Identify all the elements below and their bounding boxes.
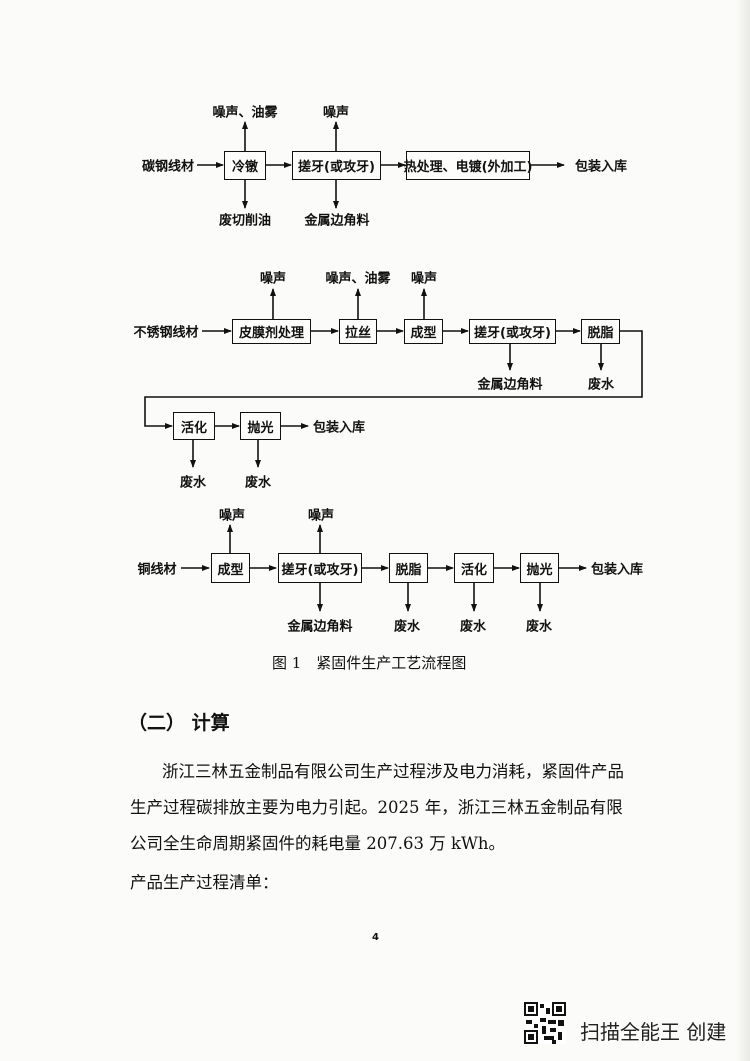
paragraph-line: 浙江三林五金制品有限公司生产过程涉及电力消耗，紧固件产品 xyxy=(162,762,624,781)
flow3-step-polishing: 抛光 xyxy=(520,553,559,583)
flow1-emission-down: 金属边角料 xyxy=(304,213,370,229)
flow1-step-cold-heading: 冷镦 xyxy=(224,151,266,180)
paragraph-line: 公司全生命周期紧固件的耗电量 207.63 万 kWh。 xyxy=(130,834,506,853)
flow2-emission-up: 噪声 xyxy=(259,271,287,287)
flow3-emission-up: 噪声 xyxy=(218,508,246,524)
flow3-output: 包装入库 xyxy=(590,562,644,578)
page-number: 4 xyxy=(372,932,379,943)
flow2-output: 包装入库 xyxy=(312,420,366,436)
flow2-input: 不锈钢线材 xyxy=(133,325,199,341)
flow3-step-forming: 成型 xyxy=(211,553,250,583)
list-intro: 产品生产过程清单： xyxy=(130,873,279,892)
page-edge-shadow xyxy=(736,0,750,1061)
flow1-step-thread-rolling: 搓牙(或攻牙) xyxy=(292,151,381,180)
flow2-emission-down: 废水 xyxy=(179,475,207,491)
flow3-input: 铜线材 xyxy=(137,562,177,578)
flow2-step-drawing: 拉丝 xyxy=(339,319,377,344)
flow2-step-thread-rolling: 搓牙(或攻牙) xyxy=(469,319,556,344)
flow2-step-coating: 皮膜剂处理 xyxy=(232,319,311,344)
flow2-step-forming: 成型 xyxy=(404,319,443,344)
flow1-emission-down: 废切削油 xyxy=(218,213,272,229)
flow1-emission-up: 噪声 xyxy=(322,105,350,121)
flow2-emission-down: 金属边角料 xyxy=(477,377,543,393)
flow1-output: 包装入库 xyxy=(574,159,628,175)
flow2-step-polishing: 抛光 xyxy=(240,412,281,440)
flow3-step-thread-rolling: 搓牙(或攻牙) xyxy=(278,553,362,583)
flow2-emission-down: 废水 xyxy=(587,377,615,393)
flow1-step-heat-treatment: 热处理、电镀(外加工) xyxy=(404,151,532,180)
flow2-emission-up: 噪声、油雾 xyxy=(325,271,391,287)
flow2-step-activation: 活化 xyxy=(173,412,215,440)
figure-caption: 图 1 紧固件生产工艺流程图 xyxy=(272,654,467,672)
flow2-emission-down: 废水 xyxy=(244,475,272,491)
flow1-emission-up: 噪声、油雾 xyxy=(212,105,278,121)
section-heading: （二） 计算 xyxy=(128,712,230,734)
flow3-emission-down: 废水 xyxy=(393,619,421,635)
flow3-emission-down: 金属边角料 xyxy=(287,619,353,635)
flow3-emission-down: 废水 xyxy=(525,619,553,635)
arrow xyxy=(144,330,643,429)
qr-code-icon xyxy=(524,1002,566,1044)
flow2-step-degreasing: 脱脂 xyxy=(581,319,620,344)
flow1-input: 碳钢线材 xyxy=(141,159,195,175)
scanner-watermark: 扫描全能王 创建 xyxy=(580,1020,727,1044)
flow3-emission-up: 噪声 xyxy=(307,508,335,524)
flow2-emission-up: 噪声 xyxy=(410,271,438,287)
flow3-step-activation: 活化 xyxy=(454,553,494,583)
flow3-step-degreasing: 脱脂 xyxy=(389,553,428,583)
flow3-emission-down: 废水 xyxy=(459,619,487,635)
paragraph-line: 生产过程碳排放主要为电力引起。2025 年，浙江三林五金制品有限 xyxy=(130,798,623,817)
